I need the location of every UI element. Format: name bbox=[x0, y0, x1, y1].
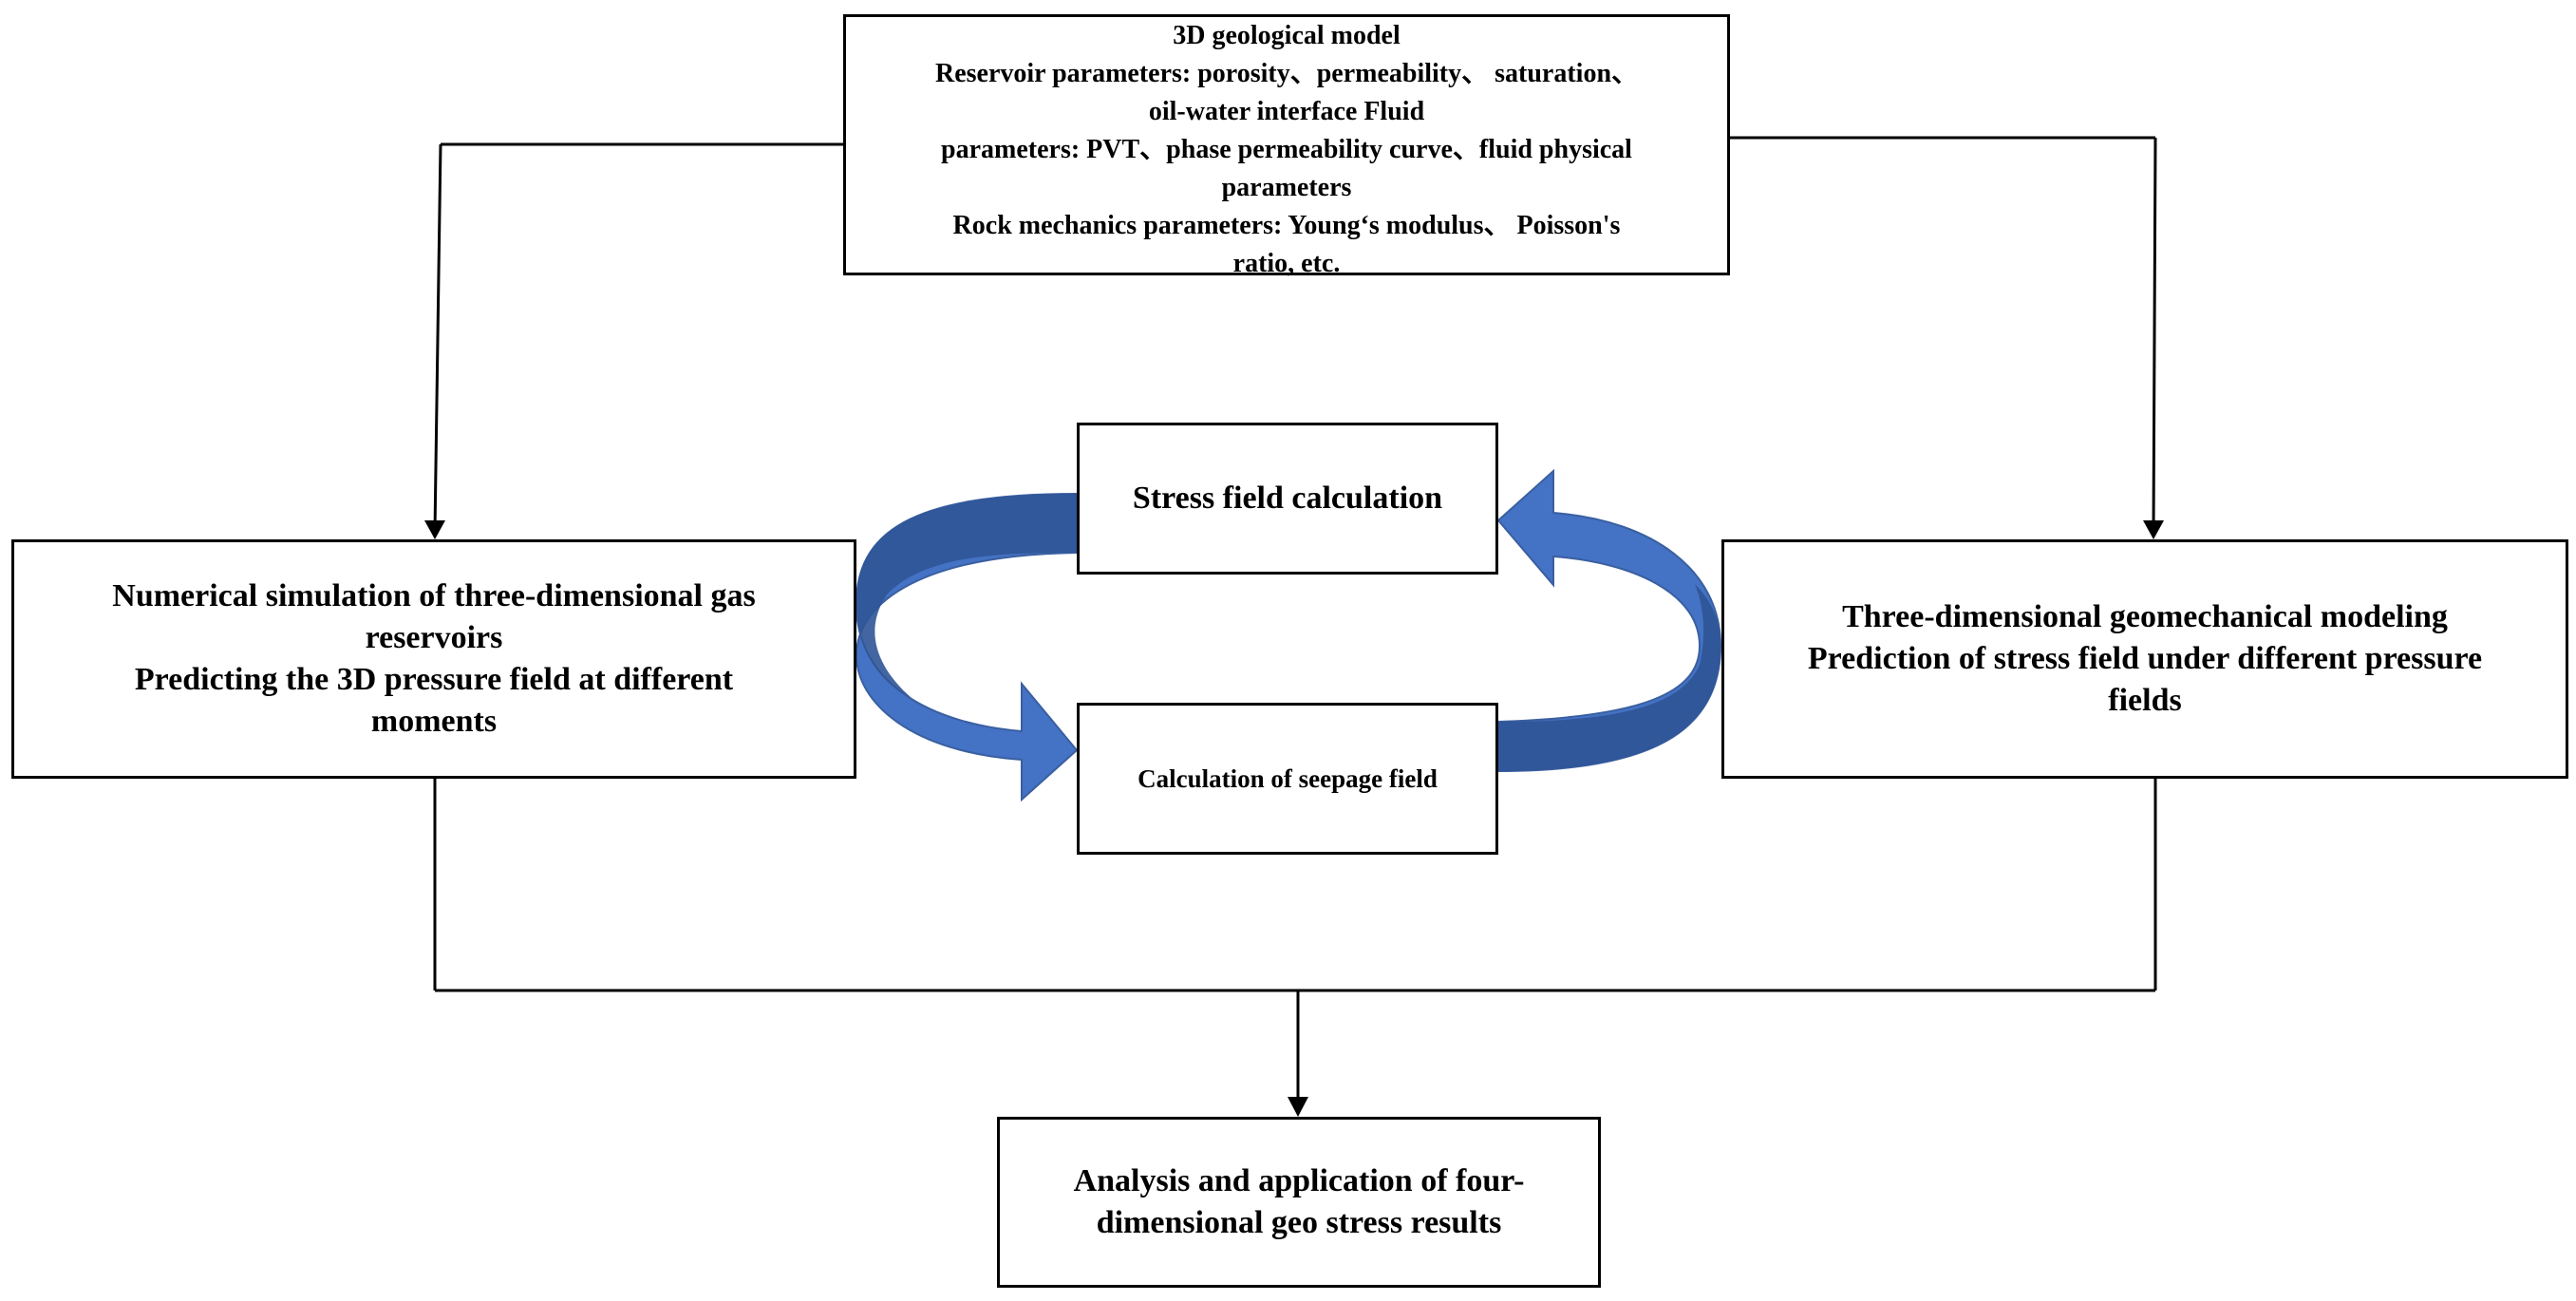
geo-model-line: parameters bbox=[1221, 173, 1352, 202]
seepage-calc-label: Calculation of seepage field bbox=[1138, 764, 1438, 793]
simulation-line: Predicting the 3D pressure field at diff… bbox=[134, 662, 734, 697]
connector-merge-to-result bbox=[433, 779, 2157, 1117]
geo-model-line: parameters: PVT、phase permeability curve… bbox=[941, 135, 1632, 164]
simulation-line: reservoirs bbox=[365, 620, 503, 655]
connector-geo-to-simulation bbox=[424, 142, 843, 539]
simulation-line: moments bbox=[370, 704, 498, 739]
result-line: Analysis and application of four- bbox=[1073, 1163, 1525, 1198]
geo-model-line: ratio, etc. bbox=[1232, 249, 1341, 278]
geomechanics-line: Three-dimensional geomechanical modeling bbox=[1842, 599, 2448, 634]
geo-model-line: Rock mechanics parameters: Young‘s modul… bbox=[952, 211, 1621, 240]
connector-geo-to-geomechanics bbox=[1730, 136, 2164, 539]
geological-model-box: 3D geological model Reservoir parameters… bbox=[843, 14, 1730, 278]
numerical-simulation-box: Numerical simulation of three-dimensiona… bbox=[11, 539, 856, 779]
cycle-arrow-stress-to-seepage bbox=[855, 492, 1079, 802]
result-line: dimensional geo stress results bbox=[1096, 1205, 1502, 1240]
geo-model-line: Reservoir parameters: porosity、permeabil… bbox=[934, 59, 1639, 88]
geomechanical-modeling-box: Three-dimensional geomechanical modeling… bbox=[1721, 539, 2568, 779]
seepage-field-calculation-box: Calculation of seepage field bbox=[1077, 703, 1498, 855]
geomechanics-line: fields bbox=[2108, 683, 2182, 718]
geo-model-title: 3D geological model bbox=[1173, 21, 1401, 50]
analysis-result-box: Analysis and application of four- dimens… bbox=[997, 1117, 1601, 1288]
simulation-line: Numerical simulation of three-dimensiona… bbox=[112, 578, 756, 613]
geo-model-line: oil-water interface Fluid bbox=[1148, 97, 1425, 126]
stress-field-calculation-box: Stress field calculation bbox=[1077, 423, 1498, 575]
stress-calc-label: Stress field calculation bbox=[1132, 481, 1443, 516]
geomechanics-line: Prediction of stress field under differe… bbox=[1807, 641, 2483, 676]
cycle-arrow-seepage-to-stress bbox=[1496, 468, 1722, 773]
